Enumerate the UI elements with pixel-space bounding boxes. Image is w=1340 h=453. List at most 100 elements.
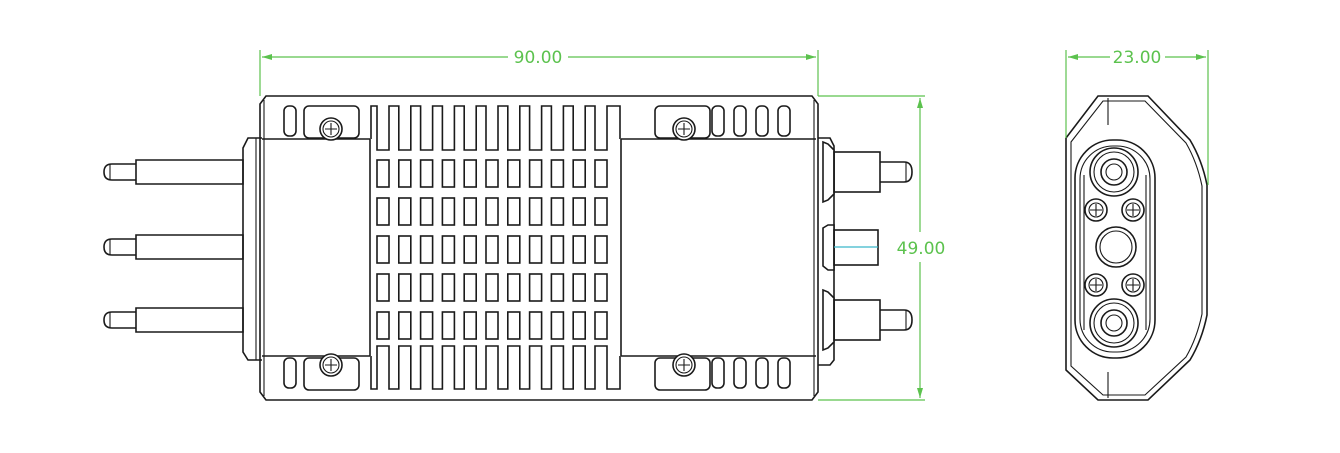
vent-slot — [397, 273, 412, 302]
fin-slot — [755, 357, 769, 389]
screw-outer — [1084, 198, 1108, 222]
phillips-cross-icon — [1127, 279, 1139, 291]
vent-slot — [376, 159, 390, 188]
terminal-mid — [1100, 309, 1128, 337]
vent-slot — [528, 235, 543, 264]
vent-slot — [594, 197, 608, 226]
vent-slot — [485, 311, 499, 340]
fin-slot — [283, 105, 297, 137]
vent-slot — [528, 273, 543, 302]
vent-slot — [485, 273, 499, 302]
vent-slot — [528, 197, 543, 226]
bottom-comb — [370, 345, 621, 390]
side-outline — [1065, 95, 1208, 401]
vent-slot — [528, 311, 543, 340]
side-terminals — [1084, 147, 1145, 348]
vent-slot — [441, 235, 456, 264]
pin-body — [135, 159, 244, 185]
vent-slot — [485, 159, 499, 188]
phillips-cross-icon — [325, 123, 337, 135]
pin-body — [135, 307, 244, 333]
vent-slot — [572, 197, 587, 226]
vent-slot — [441, 311, 456, 340]
pin-collar — [822, 140, 835, 204]
phillips-cross-icon — [1090, 204, 1102, 216]
center-hole-inner — [1099, 230, 1133, 264]
terminal-outer — [1089, 147, 1139, 197]
vent-slot — [463, 311, 478, 340]
screw-ring — [675, 356, 693, 374]
vent-slot — [572, 159, 587, 188]
pin-body — [833, 151, 881, 193]
screw-pad — [654, 105, 711, 141]
vent-slot — [397, 197, 412, 226]
vent-slot — [397, 159, 412, 188]
screw-outer — [1121, 273, 1145, 297]
left-pin — [103, 307, 244, 333]
vent-slot — [419, 197, 434, 226]
vent-slot — [594, 159, 608, 188]
phillips-cross-icon — [678, 123, 690, 135]
width-dimension-label: 90.00 — [514, 48, 563, 68]
large-terminal — [1089, 298, 1139, 348]
vent-slot — [485, 197, 499, 226]
vent-slot — [419, 235, 434, 264]
phillips-cross-icon — [678, 359, 690, 371]
terminal-ring — [1093, 151, 1135, 193]
pin-tip — [103, 311, 136, 329]
fin-slot — [711, 105, 725, 137]
left-pin — [103, 159, 244, 185]
vent-slot — [594, 311, 608, 340]
screw-ring — [322, 120, 340, 138]
screw-inner — [1088, 277, 1104, 293]
fin-slot — [283, 357, 297, 389]
side-width-dimension-label: 23.00 — [1113, 48, 1162, 68]
fin-slot — [755, 105, 769, 137]
vent-slot — [506, 311, 521, 340]
vent-slot — [572, 311, 587, 340]
connector-face — [1074, 139, 1156, 359]
terminal-ring — [1093, 302, 1135, 344]
side-view: 23.00 — [1065, 48, 1209, 401]
vent-slot — [506, 159, 521, 188]
fin-slot — [777, 357, 791, 389]
vent-slot — [506, 273, 521, 302]
right-pins — [822, 140, 913, 352]
screw-ring — [322, 356, 340, 374]
left-pins — [103, 159, 244, 333]
screw-pad — [303, 105, 360, 141]
body-outline — [259, 95, 819, 401]
vent-slot — [550, 273, 565, 302]
top-fins — [283, 105, 791, 151]
vent-slot — [572, 273, 587, 302]
vent-slot — [419, 273, 434, 302]
height-dimension-label: 49.00 — [897, 239, 946, 259]
screw-outer — [1121, 198, 1145, 222]
pin-body — [135, 234, 244, 260]
vent-slot — [572, 235, 587, 264]
vent-slot — [594, 235, 608, 264]
vent-slot — [397, 235, 412, 264]
vent-slot — [376, 197, 390, 226]
phillips-cross-icon — [325, 359, 337, 371]
vent-slot — [397, 311, 412, 340]
vent-slot — [550, 235, 565, 264]
connector-face-inner — [1079, 145, 1151, 353]
dimension-side-width: 23.00 — [1065, 48, 1209, 185]
vent-slot — [376, 235, 390, 264]
fin-slot — [733, 105, 747, 137]
front-view: 90.00 49.00 — [103, 48, 946, 401]
pin-body — [833, 299, 881, 341]
vent-slot — [441, 197, 456, 226]
vent-slot — [506, 235, 521, 264]
side-outline-inner — [1070, 100, 1203, 396]
vent-slot — [441, 159, 456, 188]
fin-slot — [777, 105, 791, 137]
vent-grid — [376, 159, 608, 340]
screw-outer — [1084, 273, 1108, 297]
vent-slot — [376, 273, 390, 302]
right-pin — [822, 288, 913, 352]
vent-slot — [485, 235, 499, 264]
left-flange — [242, 137, 262, 361]
